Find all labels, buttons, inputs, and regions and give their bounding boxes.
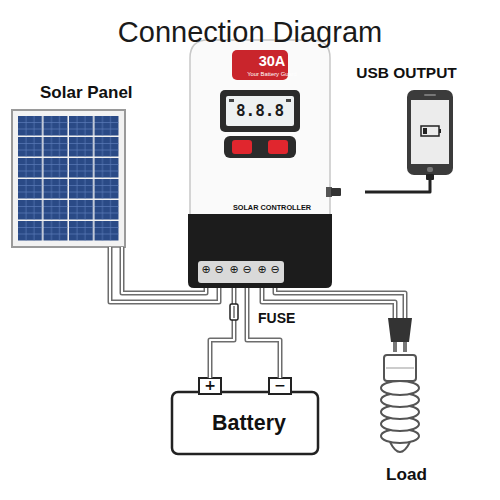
terminal-symbol: ⊕ [199,264,213,277]
terminal-symbol: ⊖ [240,264,254,277]
wire-core [110,247,219,302]
node-text: Your Battery Guard [190,71,354,78]
terminal-symbol: ⊕ [255,264,269,277]
solar-controller: 30AYour Battery GuardSOLAR CONTROLLER [190,40,354,288]
wire-core [122,247,206,293]
terminal-symbol: ⊖ [268,264,282,277]
edge-label: FUSE [256,310,297,326]
wire-core [210,288,234,378]
fuse-element [234,306,235,318]
battery: Battery [170,378,328,455]
solar-panel: Solar Panel [12,83,160,247]
battery-terminal-sign: − [270,377,290,393]
load: Load [360,318,453,490]
lcd-digits: 8.8.8 [228,102,292,120]
node-title: Load [360,465,453,485]
terminal-symbol: ⊖ [212,264,226,277]
terminal-symbol: ⊕ [227,264,241,277]
fuse-symbol [230,304,238,320]
node-title: USB OUTPUT [340,64,473,82]
diagram-title: Connection Diagram [0,16,500,49]
controller-drawing [188,40,341,288]
load-drawing [381,318,419,452]
usb-output-device: USB OUTPUT [340,62,473,178]
battery-terminal-sign: + [200,377,220,393]
node-title: Battery [170,411,328,436]
node-text: SOLAR CONTROLLER [190,204,354,212]
wire-outline [365,178,430,192]
wire-outline [122,247,206,293]
wire [110,247,219,302]
phone-drawing [407,90,453,180]
solar-panel-drawing [12,110,125,247]
wire-outline [210,288,234,378]
wire [365,178,430,192]
wire-outline [110,247,219,302]
node-title: 30A [190,53,354,70]
node-title: Solar Panel [40,83,133,103]
